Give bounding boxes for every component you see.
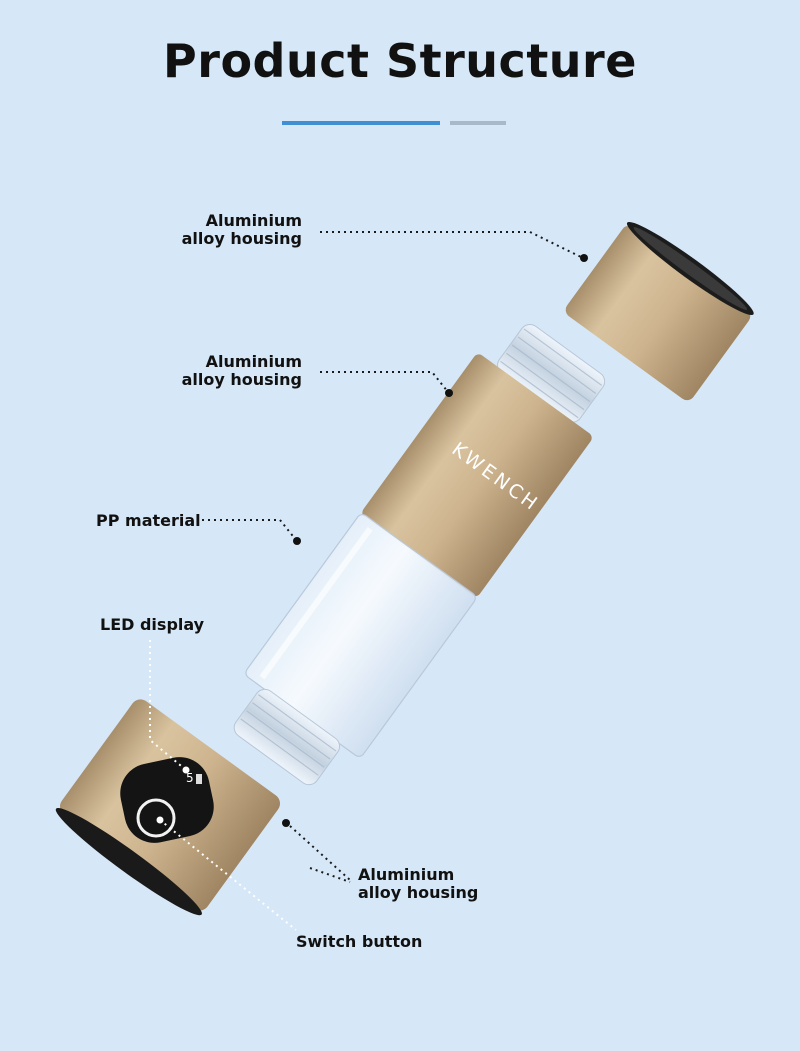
title-underline-accent: [282, 121, 440, 125]
label-switch-button: Switch button: [296, 932, 423, 951]
label-top-cap: Aluminium alloy housing: [181, 211, 302, 248]
page-title: Product Structure: [163, 34, 637, 88]
led-display-value: 5: [186, 771, 194, 785]
label-base-housing: Aluminium alloy housing: [358, 865, 479, 902]
label-sleeve: Aluminium alloy housing: [181, 352, 302, 389]
label-led-display: LED display: [100, 615, 205, 634]
title-underline-secondary: [450, 121, 506, 125]
label-pp-material: PP material: [96, 511, 201, 530]
